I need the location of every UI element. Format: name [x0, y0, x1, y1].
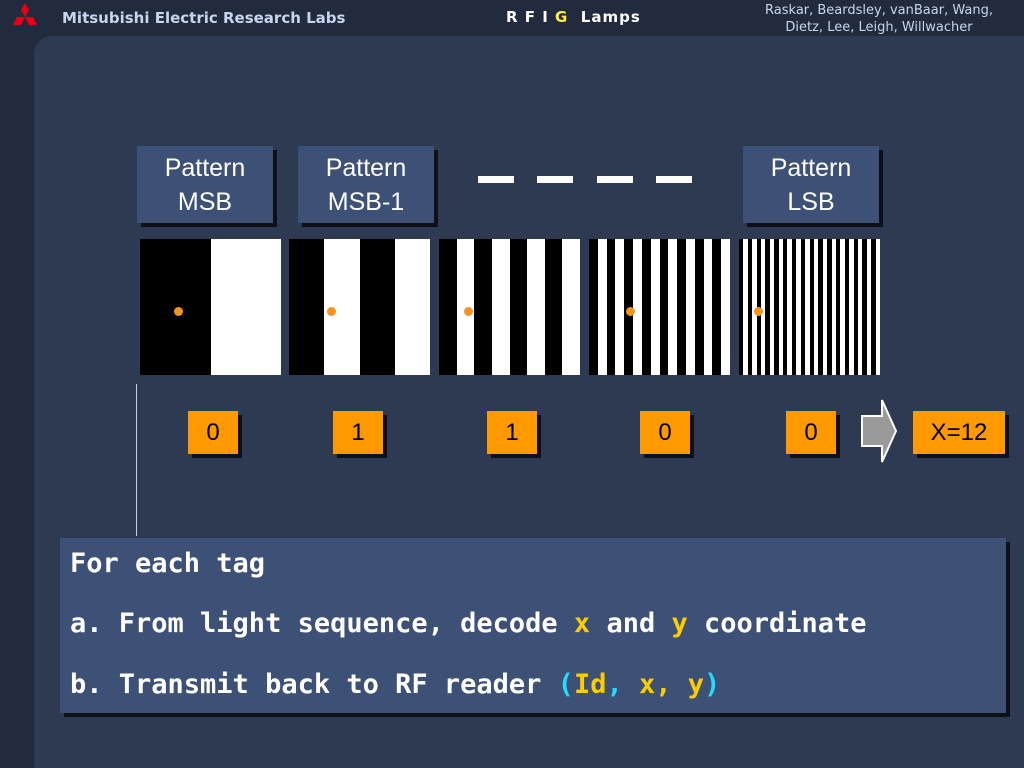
mitsubishi-logo-icon [13, 3, 37, 25]
black-stripe [818, 239, 823, 375]
step-b: b. Transmit back to RF reader (Id, x, y) [70, 669, 721, 700]
ellipsis-dash [656, 176, 692, 183]
bit-value: 1 [487, 411, 537, 454]
black-stripe [474, 239, 492, 375]
black-stripe [765, 239, 770, 375]
black-stripe [712, 239, 722, 375]
stripe-pattern [140, 239, 281, 375]
divider-line [136, 384, 137, 536]
bit-value: 1 [333, 411, 383, 454]
black-stripe [606, 239, 616, 375]
black-stripe [853, 239, 858, 375]
steps-box: For each tag a. From light sequence, dec… [60, 538, 1006, 713]
authors: Raskar, Beardsley, vanBaar, Wang, Dietz,… [765, 3, 993, 35]
black-stripe [844, 239, 850, 375]
step-a: a. From light sequence, decode x and y c… [70, 608, 867, 639]
tag-location-dot [754, 307, 763, 316]
steps-intro: For each tag [70, 548, 266, 579]
ellipsis-dash [597, 176, 633, 183]
bit-value: 0 [188, 411, 238, 454]
slide-title: R F I G Lamps [506, 8, 641, 26]
stripe-pattern [289, 239, 430, 375]
tag-location-dot [626, 307, 635, 316]
black-stripe [827, 239, 832, 375]
header-bar: Mitsubishi Electric Research Labs R F I … [0, 0, 1024, 36]
black-stripe [439, 239, 457, 375]
ellipsis-dash [537, 176, 573, 183]
right-arrow-icon [861, 399, 898, 463]
black-stripe [791, 239, 797, 375]
stripe-pattern [589, 239, 730, 375]
stripe-pattern [439, 239, 580, 375]
black-stripe [739, 239, 744, 375]
black-stripe [677, 239, 686, 375]
decoded-result: X=12 [913, 411, 1005, 454]
tag-location-dot [327, 307, 336, 316]
black-stripe [289, 239, 325, 375]
black-stripe [774, 239, 779, 375]
black-stripe [809, 239, 814, 375]
black-stripe [359, 239, 395, 375]
bit-value: 0 [640, 411, 690, 454]
black-stripe [862, 239, 867, 375]
black-stripe [800, 239, 806, 375]
black-stripe [694, 239, 704, 375]
black-stripe [589, 239, 598, 375]
black-stripe [641, 239, 651, 375]
black-stripe [509, 239, 528, 375]
org-name: Mitsubishi Electric Research Labs [62, 9, 346, 27]
black-stripe [835, 239, 841, 375]
black-stripe [747, 239, 753, 375]
black-stripe [783, 239, 788, 375]
bit-value: 0 [786, 411, 836, 454]
black-stripe [871, 239, 876, 375]
black-stripe [544, 239, 563, 375]
ellipsis-dash [478, 176, 514, 183]
tag-location-dot [174, 307, 183, 316]
black-stripe [659, 239, 669, 375]
tag-location-dot [464, 307, 473, 316]
